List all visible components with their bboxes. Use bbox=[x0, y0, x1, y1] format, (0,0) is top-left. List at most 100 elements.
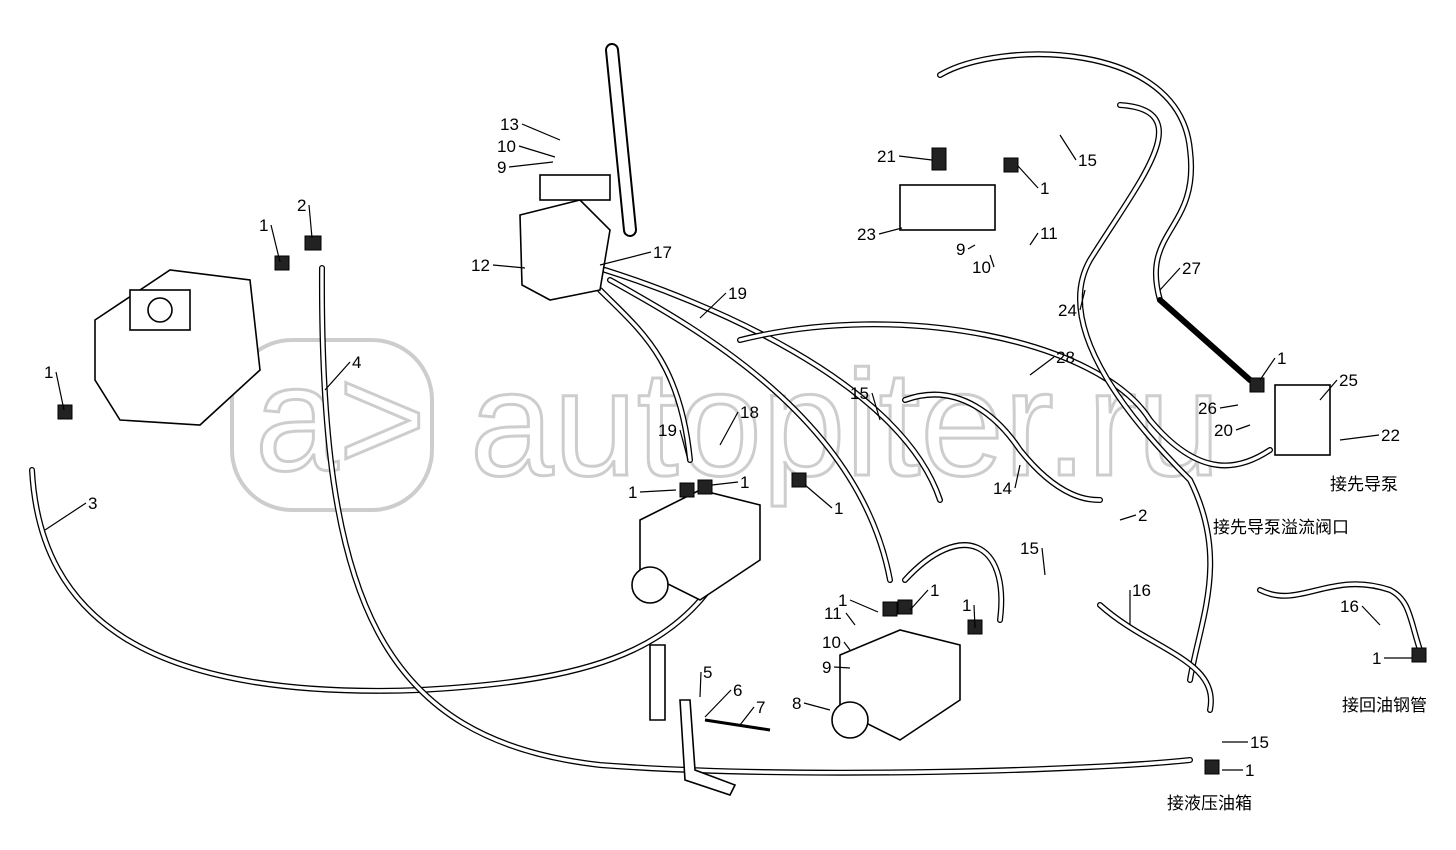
leader-line bbox=[1219, 404, 1239, 409]
callout-25: 25 bbox=[1339, 371, 1358, 390]
callout-8: 8 bbox=[792, 694, 801, 713]
note-return-steel-pipe: 接回油钢管 bbox=[1342, 696, 1427, 716]
callout-2: 2 bbox=[1138, 506, 1147, 525]
leader-line bbox=[704, 689, 732, 718]
leader-line bbox=[845, 612, 856, 626]
note-hydraulic-tank: 接液压油箱 bbox=[1167, 794, 1252, 814]
leader-line bbox=[639, 489, 677, 493]
leader-line bbox=[989, 254, 995, 268]
leader-line bbox=[909, 589, 929, 611]
callout-1: 1 bbox=[259, 216, 268, 235]
callout-1: 1 bbox=[962, 596, 971, 615]
callout-13: 13 bbox=[500, 115, 519, 134]
callout-4: 4 bbox=[352, 353, 361, 372]
leader-line bbox=[308, 204, 313, 239]
callout-1: 1 bbox=[834, 499, 843, 518]
leader-line bbox=[1319, 379, 1338, 401]
leader-line bbox=[878, 227, 903, 235]
callout-5: 5 bbox=[703, 663, 712, 682]
leader-line bbox=[1361, 605, 1381, 626]
leader-line bbox=[833, 666, 851, 669]
leader-line bbox=[492, 264, 526, 269]
leader-line bbox=[1339, 434, 1380, 441]
callout-1: 1 bbox=[838, 591, 847, 610]
leader-line bbox=[679, 429, 689, 461]
leader-line bbox=[521, 123, 561, 141]
callout-15: 15 bbox=[1020, 539, 1039, 558]
callout-9: 9 bbox=[956, 240, 965, 259]
callout-20: 20 bbox=[1214, 421, 1233, 440]
leader-line bbox=[1159, 267, 1181, 291]
callout-labels: 1213413109121719151819111281421239101111… bbox=[44, 115, 1427, 814]
callout-16: 16 bbox=[1132, 581, 1151, 600]
callout-15: 15 bbox=[1078, 151, 1097, 170]
leader-line bbox=[518, 145, 556, 158]
callout-22: 22 bbox=[1381, 426, 1400, 445]
callout-19: 19 bbox=[728, 284, 747, 303]
callout-10: 10 bbox=[822, 633, 841, 652]
leader-line bbox=[719, 411, 739, 446]
callout-3: 3 bbox=[88, 494, 97, 513]
callout-21: 21 bbox=[877, 147, 896, 166]
callout-1: 1 bbox=[1372, 649, 1381, 668]
callout-11: 11 bbox=[1040, 224, 1058, 243]
callout-7: 7 bbox=[756, 698, 765, 717]
callout-1: 1 bbox=[628, 483, 637, 502]
leader-line bbox=[699, 671, 702, 698]
leader-line bbox=[508, 161, 554, 168]
leader-line bbox=[803, 702, 831, 711]
callout-27: 27 bbox=[1182, 259, 1201, 278]
callout-1: 1 bbox=[740, 473, 749, 492]
callout-15: 15 bbox=[1250, 733, 1269, 752]
leader-line bbox=[804, 484, 833, 509]
callout-15: 15 bbox=[850, 384, 869, 403]
callout-12: 12 bbox=[471, 256, 490, 275]
callout-17: 17 bbox=[653, 243, 672, 262]
callout-10: 10 bbox=[972, 258, 991, 277]
leader-line bbox=[1079, 289, 1086, 311]
leader-line bbox=[1017, 165, 1039, 189]
leader-line bbox=[1041, 547, 1046, 576]
leader-line bbox=[843, 641, 851, 651]
note-pilot-pump: 接先导泵 bbox=[1330, 475, 1398, 495]
note-pilot-pump-relief: 接先导泵溢流阀口 bbox=[1213, 518, 1349, 538]
callout-11: 11 bbox=[824, 604, 842, 623]
callout-26: 26 bbox=[1198, 399, 1217, 418]
callout-19: 19 bbox=[658, 421, 677, 440]
svg-text:a>: a> bbox=[255, 334, 426, 502]
leader-line bbox=[871, 392, 881, 421]
callout-2: 2 bbox=[297, 196, 306, 215]
callout-1: 1 bbox=[1245, 761, 1254, 780]
leader-line bbox=[1059, 134, 1077, 161]
leader-line bbox=[44, 502, 87, 531]
components bbox=[57, 147, 1427, 796]
callout-9: 9 bbox=[822, 658, 831, 677]
callout-9: 9 bbox=[497, 158, 506, 177]
leader-line bbox=[739, 706, 755, 726]
callout-1: 1 bbox=[1277, 349, 1286, 368]
leader-line bbox=[1119, 514, 1137, 521]
svg-text:autopiter.ru: autopiter.ru bbox=[470, 339, 1221, 507]
leader-line bbox=[324, 361, 351, 391]
leader-line bbox=[1259, 357, 1276, 381]
leader-line bbox=[55, 371, 65, 411]
leader-line bbox=[849, 599, 879, 613]
leader-line bbox=[898, 155, 933, 161]
leader-line bbox=[1029, 232, 1039, 246]
callout-23: 23 bbox=[857, 225, 876, 244]
callout-10: 10 bbox=[497, 137, 516, 156]
callout-6: 6 bbox=[733, 681, 742, 700]
callout-16: 16 bbox=[1340, 597, 1359, 616]
leader-line bbox=[973, 604, 976, 629]
callout-1: 1 bbox=[44, 363, 53, 382]
hoses bbox=[29, 43, 1423, 776]
callout-28: 28 bbox=[1056, 348, 1075, 367]
leader-line bbox=[1029, 356, 1055, 376]
callout-14: 14 bbox=[993, 479, 1012, 498]
callout-18: 18 bbox=[740, 403, 759, 422]
leader-line bbox=[711, 481, 739, 486]
leader-line bbox=[270, 224, 281, 263]
callout-1: 1 bbox=[1040, 179, 1049, 198]
